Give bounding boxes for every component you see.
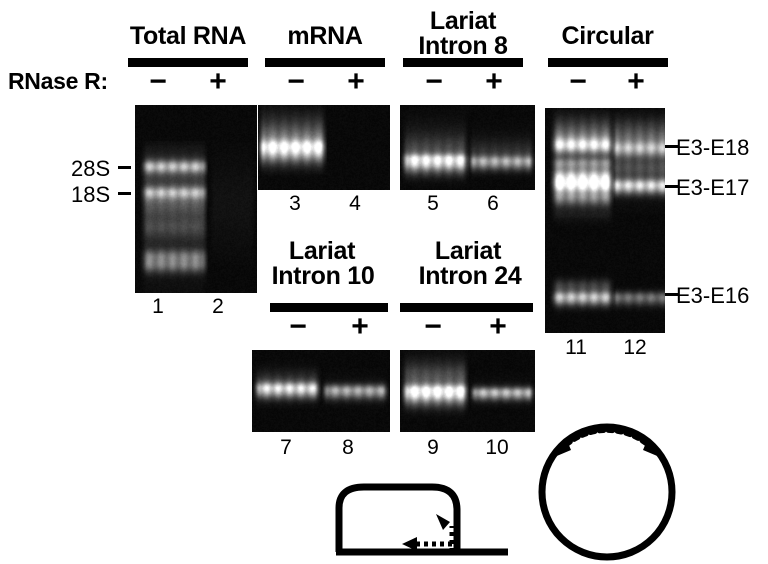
sign-plus-lariat-intron-10: + bbox=[340, 317, 380, 337]
gel-panel-lariat-intron-10 bbox=[252, 350, 390, 432]
gel-panel-lariat-intron-8 bbox=[400, 105, 535, 190]
gel-panel-mrna bbox=[258, 105, 390, 190]
lane-number-5: 5 bbox=[415, 192, 451, 216]
lane-number-7: 7 bbox=[268, 436, 304, 460]
sign-minus-total-rna: − bbox=[138, 72, 178, 92]
sign-plus-lariat-intron-24: + bbox=[478, 317, 518, 337]
marker-tick-28s bbox=[118, 166, 131, 169]
lane-number-8: 8 bbox=[330, 436, 366, 460]
header-bar-total-rna bbox=[128, 58, 248, 67]
marker-label-28s: 28S bbox=[71, 156, 110, 182]
lane-number-9: 9 bbox=[415, 436, 451, 460]
header-bar-circular bbox=[548, 58, 668, 67]
panel-title-lariat-intron-10-line2: Intron 10 bbox=[248, 263, 398, 290]
marker-label-e3-e17: E3-E17 bbox=[676, 175, 749, 201]
lane-number-3: 3 bbox=[277, 192, 313, 216]
sign-minus-mrna: − bbox=[276, 72, 316, 92]
lariat-arrowhead-down bbox=[436, 514, 450, 530]
panel-title-mrna: mRNA bbox=[265, 22, 385, 50]
panel-title-total-rna: Total RNA bbox=[118, 22, 258, 50]
circular-rna-schematic bbox=[528, 414, 688, 564]
panel-title-lariat-intron-24-line2: Intron 24 bbox=[395, 263, 545, 290]
rnase-r-row-label: RNase R: bbox=[8, 68, 108, 95]
sign-minus-circular: − bbox=[558, 72, 598, 92]
header-bar-mrna bbox=[265, 58, 385, 67]
lane-number-2: 2 bbox=[200, 295, 236, 319]
lane-number-4: 4 bbox=[337, 192, 373, 216]
lane-number-1: 1 bbox=[140, 295, 176, 319]
marker-label-e3-e18: E3-E18 bbox=[676, 135, 749, 161]
panel-title-lariat-intron-8-line1: Lariat bbox=[403, 8, 523, 35]
panel-title-lariat-intron-24-line1: Lariat bbox=[408, 238, 528, 265]
sign-plus-mrna: + bbox=[336, 72, 376, 92]
sign-minus-lariat-intron-8: − bbox=[414, 72, 454, 92]
lane-number-10: 10 bbox=[476, 436, 518, 460]
panel-title-circular: Circular bbox=[545, 22, 670, 50]
sign-minus-lariat-intron-10: − bbox=[278, 317, 318, 337]
lane-number-6: 6 bbox=[475, 192, 511, 216]
header-bar-lariat-intron-8 bbox=[403, 58, 523, 67]
marker-tick-18s bbox=[118, 192, 131, 195]
header-bar-lariat-intron-10 bbox=[270, 303, 388, 312]
lane-number-11: 11 bbox=[558, 336, 594, 360]
sign-plus-lariat-intron-8: + bbox=[474, 72, 514, 92]
marker-label-18s: 18S bbox=[71, 182, 110, 208]
lane-number-12: 12 bbox=[614, 336, 656, 360]
panel-title-lariat-intron-8-line2: Intron 8 bbox=[393, 33, 533, 60]
gel-panel-lariat-intron-24 bbox=[400, 350, 535, 432]
gel-panel-total-rna bbox=[135, 105, 257, 293]
sign-plus-total-rna: + bbox=[198, 72, 238, 92]
marker-label-e3-e16: E3-E16 bbox=[676, 283, 749, 309]
sign-plus-circular: + bbox=[616, 72, 656, 92]
sign-minus-lariat-intron-24: − bbox=[413, 317, 453, 337]
header-bar-lariat-intron-24 bbox=[400, 303, 533, 312]
panel-title-lariat-intron-10-line1: Lariat bbox=[262, 238, 382, 265]
gel-panel-circular bbox=[545, 108, 665, 333]
lariat-intron-schematic bbox=[330, 478, 515, 564]
